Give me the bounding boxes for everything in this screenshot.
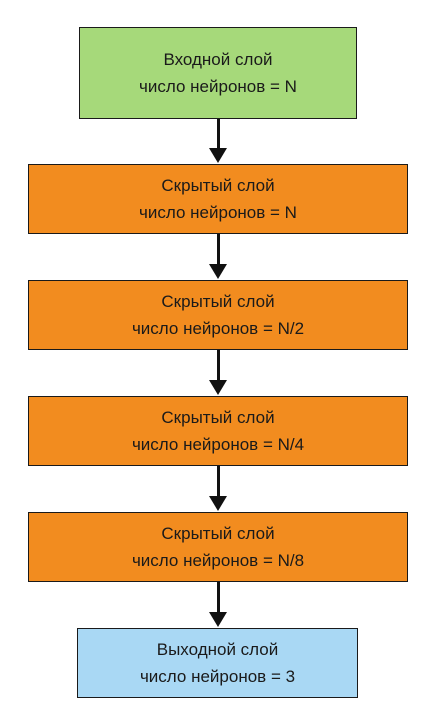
layer-title: Скрытый слой [161,176,275,195]
layer-neuron-count: число нейронов = N/8 [131,551,305,570]
connector-arrow [209,234,227,279]
connector-arrow [209,582,227,627]
layer-neuron-count: число нейронов = N [139,77,297,96]
connector-arrow [209,350,227,395]
connector-arrow [209,119,227,163]
layer-title: Входной слой [163,50,273,69]
hidden-layer-box: Скрытый слой число нейронов = N [28,164,408,234]
output-layer-box: Выходной слой число нейронов = 3 [77,628,358,698]
layer-title: Скрытый слой [161,292,275,311]
layer-neuron-count: число нейронов = N/2 [131,319,305,338]
layer-title: Скрытый слой [161,408,275,427]
input-layer-box: Входной слой число нейронов = N [79,27,357,119]
layer-neuron-count: число нейронов = 3 [139,667,296,686]
hidden-layer-box: Скрытый слой число нейронов = N/4 [28,396,408,466]
hidden-layer-box: Скрытый слой число нейронов = N/8 [28,512,408,582]
hidden-layer-box: Скрытый слой число нейронов = N/2 [28,280,408,350]
layer-neuron-count: число нейронов = N [139,203,297,222]
layer-title: Выходной слой [156,640,279,659]
layer-title: Скрытый слой [161,524,275,543]
layer-neuron-count: число нейронов = N/4 [131,435,305,454]
connector-arrow [209,466,227,511]
